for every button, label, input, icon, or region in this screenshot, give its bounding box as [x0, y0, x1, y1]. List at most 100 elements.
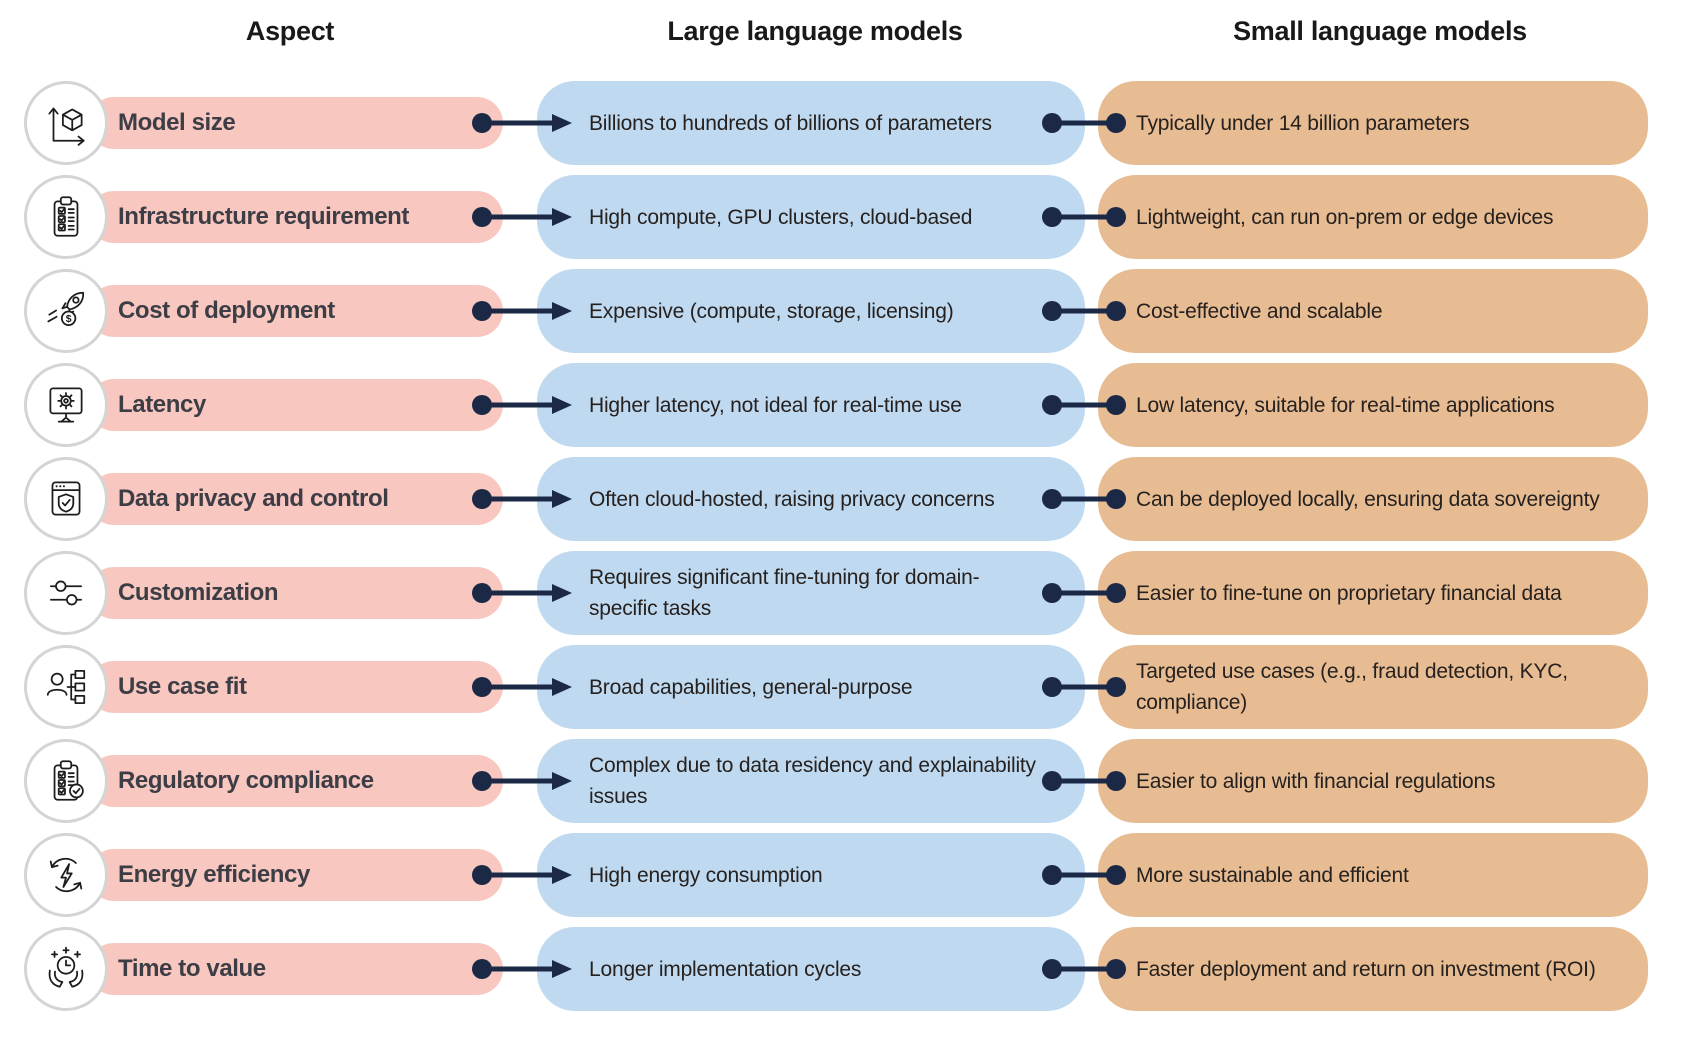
arrow-connector — [472, 301, 572, 321]
slm-text: Low latency, suitable for real-time appl… — [1136, 393, 1555, 417]
llm-text: Requires significant fine-tuning for dom… — [589, 566, 980, 620]
dot-connector — [1042, 207, 1126, 227]
dot-connector — [1042, 301, 1126, 321]
row-regulatory-compliance: Regulatory compliance Complex due to dat… — [0, 734, 1684, 828]
arrow-connector — [472, 583, 572, 603]
icon-circle — [24, 457, 108, 541]
row-customization: Customization Requires significant fine-… — [0, 546, 1684, 640]
row-infrastructure-requirement: Infrastructure requirement High compute,… — [0, 170, 1684, 264]
aspect-label: Data privacy and control — [118, 485, 389, 512]
person-org-chart-icon — [46, 669, 86, 705]
llm-pill: High energy consumption — [537, 833, 1085, 917]
icon-circle — [24, 833, 108, 917]
column-header-llm: Large language models — [667, 16, 963, 46]
column-header-slm: Small language models — [1233, 16, 1527, 46]
llm-text: Longer implementation cycles — [589, 957, 862, 981]
clipboard-check-badge-icon — [53, 760, 84, 801]
llm-pill: Complex due to data residency and explai… — [537, 739, 1085, 823]
aspect-pill: Energy efficiency — [88, 849, 503, 901]
slm-pill: Faster deployment and return on investme… — [1098, 927, 1648, 1011]
icon-circle — [24, 363, 108, 447]
arrow-connector — [472, 489, 572, 509]
arrow-connector — [472, 113, 572, 133]
aspect-pill: Model size — [88, 97, 503, 149]
slm-pill: Can be deployed locally, ensuring data s… — [1098, 457, 1648, 541]
aspect-pill: Regulatory compliance — [88, 755, 503, 807]
slm-pill: More sustainable and efficient — [1098, 833, 1648, 917]
row-data-privacy-and-control: Data privacy and control Often cloud-hos… — [0, 452, 1684, 546]
slm-pill: Low latency, suitable for real-time appl… — [1098, 363, 1648, 447]
aspect-label: Infrastructure requirement — [118, 203, 410, 230]
icon-circle — [24, 739, 108, 823]
slm-pill: Easier to fine-tune on proprietary finan… — [1098, 551, 1648, 635]
llm-text: Broad capabilities, general-purpose — [589, 675, 913, 699]
aspect-pill: Data privacy and control — [88, 473, 503, 525]
slm-pill: Cost-effective and scalable — [1098, 269, 1648, 353]
browser-shield-icon — [51, 481, 81, 516]
sliders-icon — [50, 580, 82, 606]
aspect-label: Time to value — [118, 955, 266, 982]
aspect-label: Regulatory compliance — [118, 767, 374, 794]
llm-pill: Longer implementation cycles — [537, 927, 1085, 1011]
aspect-pill: Cost of deployment — [88, 285, 503, 337]
monitor-gear-icon — [49, 387, 83, 423]
3d-cube-axes-icon — [48, 107, 85, 146]
llm-text: Expensive (compute, storage, licensing) — [589, 299, 954, 323]
arrow-connector — [472, 677, 572, 697]
icon-circle: $ — [24, 269, 108, 353]
icon-circle — [24, 645, 108, 729]
row-model-size: Model size Billions to hundreds of billi… — [0, 76, 1684, 170]
slm-text: Typically under 14 billion parameters — [1136, 111, 1470, 135]
llm-text: Often cloud-hosted, raising privacy conc… — [589, 487, 995, 511]
icon-circle — [24, 927, 108, 1011]
arrow-connector — [472, 207, 572, 227]
dot-connector — [1042, 489, 1126, 509]
llm-pill: Often cloud-hosted, raising privacy conc… — [537, 457, 1085, 541]
arrow-connector — [472, 771, 572, 791]
slm-pill: Lightweight, can run on-prem or edge dev… — [1098, 175, 1648, 259]
llm-text: High energy consumption — [589, 863, 823, 887]
slm-text: Lightweight, can run on-prem or edge dev… — [1136, 205, 1554, 229]
slm-text: Can be deployed locally, ensuring data s… — [1136, 487, 1600, 511]
aspect-label: Use case fit — [118, 673, 247, 700]
llm-pill: Expensive (compute, storage, licensing) — [537, 269, 1085, 353]
aspect-pill: Time to value — [88, 943, 503, 995]
aspect-label: Customization — [118, 579, 279, 606]
column-header-aspect: Aspect — [245, 16, 335, 46]
slm-text: Easier to align with financial regulatio… — [1136, 769, 1496, 793]
llm-text: Higher latency, not ideal for real-time … — [589, 393, 962, 417]
arrow-connector — [472, 395, 572, 415]
row-latency: Latency Higher latency, not ideal for re… — [0, 358, 1684, 452]
llm-pill: Requires significant fine-tuning for dom… — [537, 551, 1085, 635]
recycle-lightning-icon — [49, 857, 83, 893]
slm-text: Easier to fine-tune on proprietary finan… — [1136, 581, 1562, 605]
svg-text:$: $ — [66, 314, 72, 325]
row-energy-efficiency: Energy efficiency High energy consumptio… — [0, 828, 1684, 922]
llm-text: Billions to hundreds of billions of para… — [589, 111, 992, 135]
llm-pill: Billions to hundreds of billions of para… — [537, 81, 1085, 165]
slm-text: More sustainable and efficient — [1136, 863, 1409, 887]
aspect-pill: Customization — [88, 567, 503, 619]
hands-clock-icon — [48, 946, 84, 988]
llm-text: Complex due to data residency and explai… — [589, 754, 1036, 808]
slm-text: Cost-effective and scalable — [1136, 299, 1383, 323]
slm-text: Targeted use cases (e.g., fraud detectio… — [1136, 660, 1568, 714]
slm-pill: Easier to align with financial regulatio… — [1098, 739, 1648, 823]
icon-circle — [24, 551, 108, 635]
aspect-label: Cost of deployment — [118, 297, 335, 324]
aspect-pill: Use case fit — [88, 661, 503, 713]
icon-circle — [24, 175, 108, 259]
dot-connector — [1042, 959, 1126, 979]
dot-connector — [1042, 771, 1126, 791]
llm-pill: Higher latency, not ideal for real-time … — [537, 363, 1085, 447]
aspect-label: Latency — [118, 391, 206, 418]
checklist-clipboard-icon — [53, 196, 79, 237]
row-cost-of-deployment: Cost of deployment $ Expensive (compute,… — [0, 264, 1684, 358]
rocket-dollar-icon: $ — [47, 291, 85, 326]
row-time-to-value: Time to value Longer implementation cycl… — [0, 922, 1684, 1016]
llm-pill: High compute, GPU clusters, cloud-based — [537, 175, 1085, 259]
llm-pill: Broad capabilities, general-purpose — [537, 645, 1085, 729]
dot-connector — [1042, 677, 1126, 697]
aspect-pill: Latency — [88, 379, 503, 431]
